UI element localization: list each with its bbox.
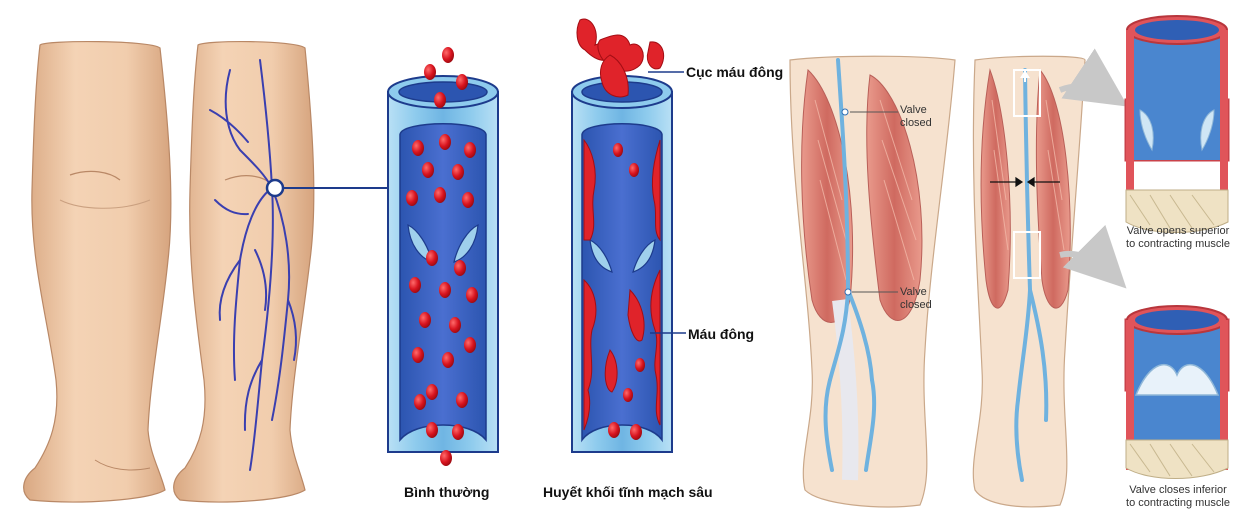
clot-masses: [576, 18, 665, 431]
leg-normal: [23, 40, 172, 503]
label-valve-opens: Valve opens superior to contracting musc…: [1126, 225, 1230, 250]
leg-anatomy-closed: [789, 55, 956, 508]
blood-cells-normal: [406, 47, 478, 466]
label-clotted-blood: Máu đông: [688, 326, 755, 342]
label-valve-closes: Valve closes inferior to contracting mus…: [1126, 484, 1230, 509]
zoom-box-upper: [1013, 69, 1041, 117]
muscle-contraction-arrows: [990, 176, 1060, 188]
leg-with-veins: [173, 40, 315, 503]
valve-detail-closed: [1124, 305, 1230, 479]
valve-detail-open: [1124, 15, 1230, 233]
leg-vein-network: [209, 59, 297, 471]
label-dvt: Huyết khối tĩnh mạch sâu: [543, 484, 713, 500]
label-normal: Bình thường: [404, 484, 490, 500]
leg-anatomy-pump: [972, 48, 1128, 508]
anatomy-vein-closed: [823, 58, 877, 472]
vein-tube-dvt: [571, 18, 673, 453]
zoom-box-lower: [1013, 231, 1041, 279]
label-clot: Cục máu đông: [686, 64, 784, 80]
label-valve-closed-bottom: Valve closed: [900, 286, 932, 311]
vein-tube-normal: [387, 47, 499, 466]
label-valve-closed-top: Valve closed: [900, 104, 932, 129]
zoom-point-marker: [265, 178, 285, 198]
